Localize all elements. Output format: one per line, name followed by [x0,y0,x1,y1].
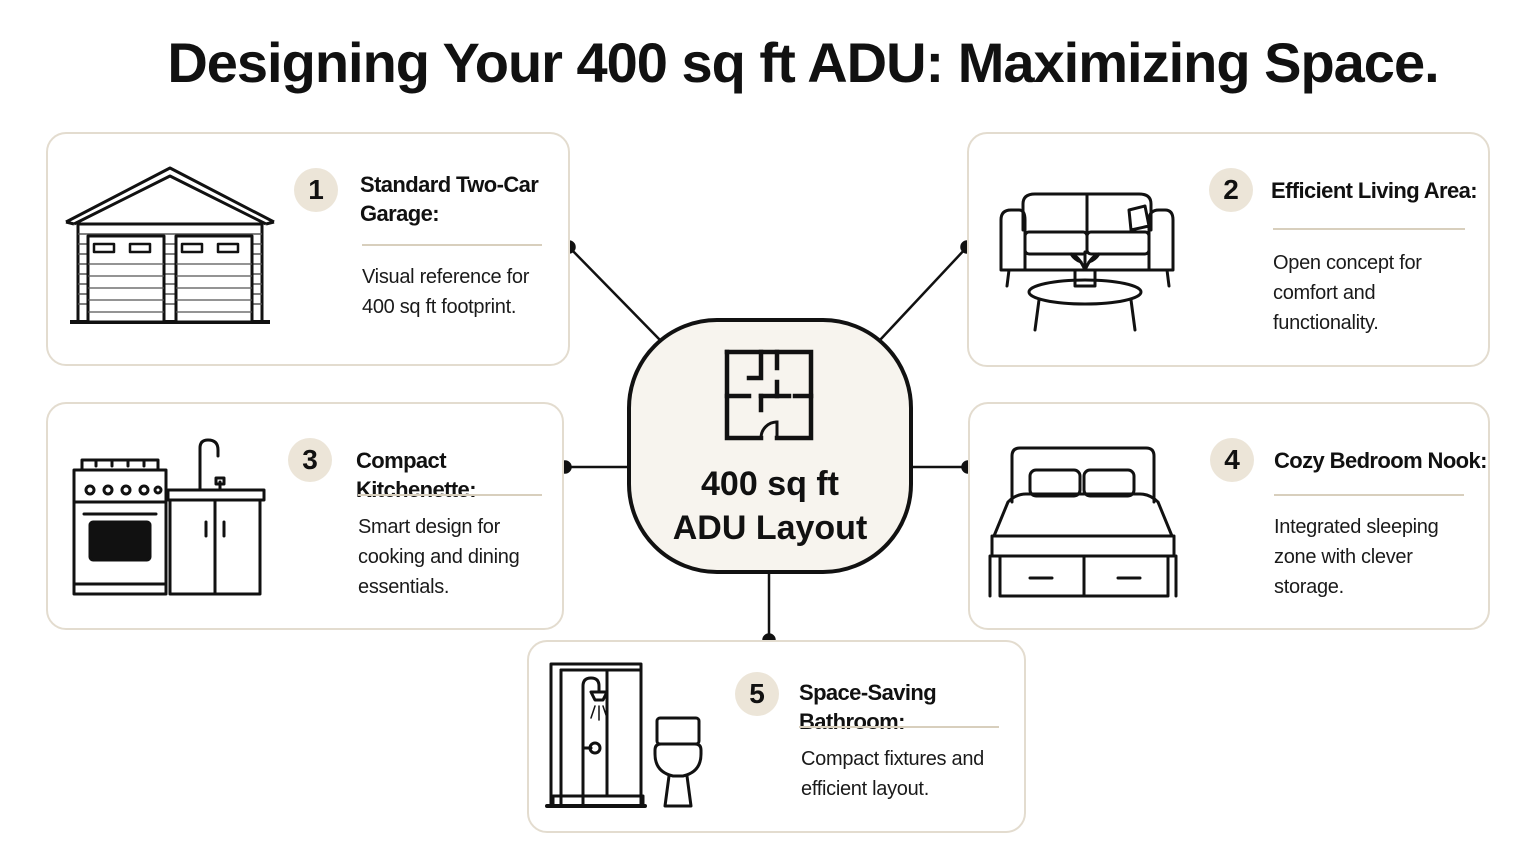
divider [1274,494,1464,496]
divider [1273,228,1465,230]
sofa-icon [999,192,1175,332]
card-title: Compact Kitchenette: [356,448,477,502]
card-title: Space-Saving Bathroom: [799,680,937,734]
divider [362,244,542,246]
garage-icon [65,166,275,324]
bathroom-icon [545,662,703,808]
step-badge-2: 2 [1209,168,1253,212]
step-badge-3: 3 [288,438,332,482]
bed-icon [988,446,1178,598]
floor-plan-icon [724,349,814,441]
kitchen-icon [72,438,266,596]
divider [358,494,542,496]
step-badge-5: 5 [735,672,779,716]
card-bedroom: 4 Cozy Bedroom Nook: Integrated sleeping… [968,402,1490,630]
step-badge-1: 1 [294,168,338,212]
card-title: Efficient Living Area: [1271,178,1478,203]
card-bathroom: 5 Space-Saving Bathroom: Compact fixture… [527,640,1026,833]
step-badge-4: 4 [1210,438,1254,482]
card-living-area: 2 Efficient Living Area: Open concept fo… [967,132,1490,367]
divider [799,726,999,728]
card-title: Cozy Bedroom Nook: [1274,448,1487,473]
page-title: Designing Your 400 sq ft ADU: Maximizing… [167,31,1439,94]
